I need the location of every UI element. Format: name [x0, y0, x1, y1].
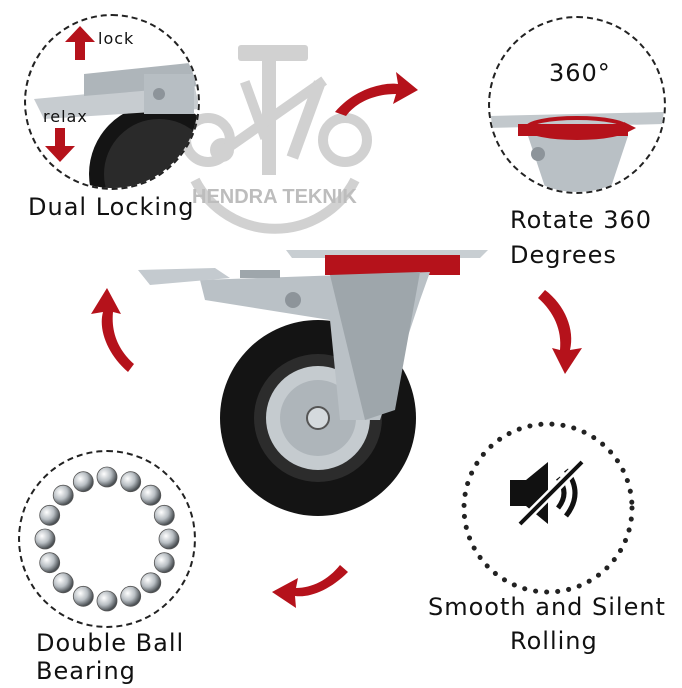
lock-arrow-icon	[65, 26, 95, 60]
relax-arrow-icon	[45, 128, 75, 162]
bearing-ball	[72, 471, 94, 493]
swivel-plate-illustration	[490, 112, 664, 192]
bearing-title-line2: Bearing	[36, 657, 136, 685]
brake-closeup-illustration	[34, 62, 198, 188]
rotate-circle	[488, 16, 666, 194]
bearing-ball	[52, 572, 74, 594]
bearing-ball	[120, 471, 142, 493]
bearing-ball	[52, 484, 74, 506]
relax-label: relax	[43, 107, 88, 126]
silent-title-line1: Smooth and Silent	[428, 593, 666, 621]
bearing-ball	[120, 585, 142, 607]
bearing-ball	[39, 504, 61, 526]
bearing-ball	[96, 466, 118, 488]
bearing-ball	[140, 572, 162, 594]
silent-title-line2: Rolling	[510, 627, 598, 655]
silent-dotted-circle	[461, 421, 635, 595]
dual-locking-circle	[24, 14, 200, 190]
rotate-title-line2: Degrees	[510, 241, 617, 269]
lock-label: lock	[98, 29, 135, 48]
watermark-brand: HENDRA TEKNIK	[192, 186, 357, 208]
bearing-ball	[39, 552, 61, 574]
rotate-title-line1: Rotate 360	[510, 206, 653, 234]
bearing-circle	[18, 450, 196, 628]
bearing-ball	[140, 484, 162, 506]
bearing-ball	[72, 585, 94, 607]
ball-bearing-ring-illustration	[34, 466, 180, 612]
bearing-title-line1: Double Ball	[36, 629, 185, 657]
bearing-ball	[153, 504, 175, 526]
bearing-ball	[153, 552, 175, 574]
bearing-ball	[34, 528, 56, 550]
bearing-ball	[158, 528, 180, 550]
speaker-muted-icon	[510, 458, 586, 528]
bearing-ball	[96, 590, 118, 612]
dual-locking-title: Dual Locking	[28, 193, 195, 221]
rotate-badge: 360°	[549, 59, 611, 87]
